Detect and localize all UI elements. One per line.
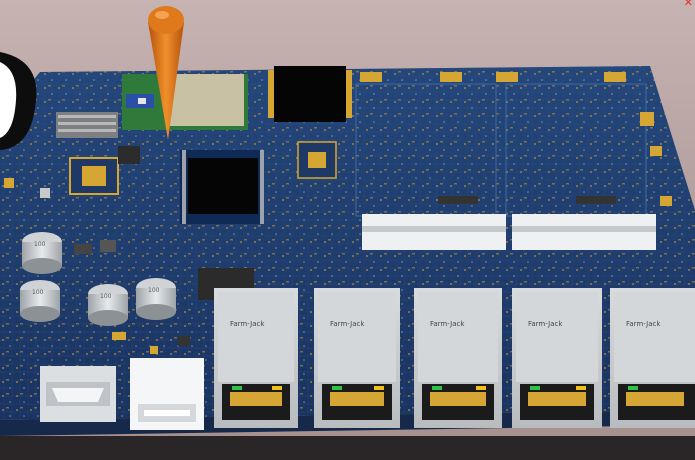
rj45-label: Farm-Jack [430, 320, 465, 328]
wireless-module [122, 74, 248, 130]
rj45-port-icon: Farm-Jack [414, 288, 502, 428]
rj45-label: Farm-Jack [528, 320, 563, 328]
rj45-port-icon: Farm-Jack [314, 288, 400, 428]
capacitor-1: 100 [22, 232, 62, 274]
rj45-row: Farm-Jack Farm-Jack Farm-Jack [214, 288, 695, 428]
buzzer-component [0, 52, 37, 150]
capacitor-mark: 100 [100, 293, 112, 300]
main-processor [180, 150, 264, 224]
rj45-port-icon: Farm-Jack [610, 288, 695, 428]
capacitor-mark: 100 [148, 287, 160, 294]
capacitor-mark: 100 [32, 289, 44, 296]
usb-connector [130, 358, 204, 430]
rj45-label: Farm-Jack [626, 320, 661, 328]
rj45-port-icon: Farm-Jack [512, 288, 602, 428]
m2-connectors [362, 214, 656, 250]
top-pads [360, 72, 626, 82]
rj45-label: Farm-Jack [330, 320, 365, 328]
rj45-port-icon: Farm-Jack [214, 288, 298, 428]
capacitor-mark: 100 [34, 241, 46, 248]
header-pins [58, 115, 116, 132]
cone-marker-icon [148, 6, 184, 140]
capacitors: 100 100 100 100 [20, 232, 176, 326]
capacitor-4: 100 [136, 278, 176, 320]
corner-mark: ✕ [683, 0, 693, 9]
smd-components [4, 112, 672, 354]
capacitor-2: 100 [20, 280, 60, 322]
hdmi-connector [40, 366, 116, 422]
chip-top-pad [268, 70, 274, 118]
chip-top [274, 66, 346, 122]
small-chips [69, 141, 337, 300]
rj45-label: Farm-Jack [230, 320, 265, 328]
capacitor-3: 100 [88, 284, 128, 326]
